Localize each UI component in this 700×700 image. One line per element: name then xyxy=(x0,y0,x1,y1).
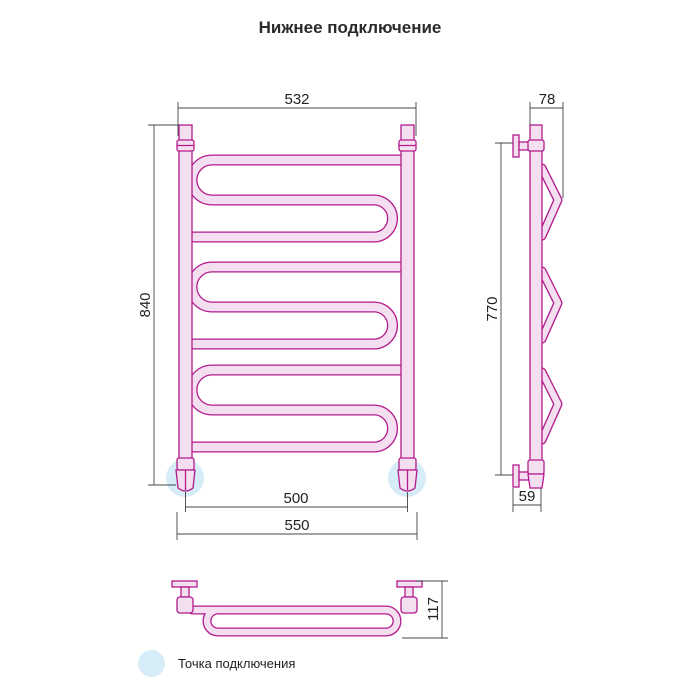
front-view: 532 840 500 550 xyxy=(137,91,426,540)
dim-axis-distance: 500 xyxy=(283,490,308,507)
bottom-right-fitting xyxy=(396,580,423,614)
bottom-loop xyxy=(187,605,402,637)
side-bottom-mount xyxy=(512,459,545,489)
bottom-dimension-lines xyxy=(402,580,448,639)
side-view: 78 770 59 xyxy=(484,91,564,512)
side-dimension-lines xyxy=(495,102,564,512)
left-post xyxy=(178,124,193,476)
legend-label: Точка подключения xyxy=(178,656,296,671)
side-top-mount xyxy=(512,134,545,158)
dim-front-width-top: 532 xyxy=(284,91,309,108)
dim-side-offset: 59 xyxy=(519,488,536,505)
right-bottom-valve xyxy=(397,457,418,492)
side-loops xyxy=(537,163,563,445)
serpentine-pipe xyxy=(184,154,406,453)
bottom-view: 117 xyxy=(171,580,448,639)
front-dimension-lines xyxy=(148,102,418,540)
legend: Точка подключения xyxy=(138,650,295,677)
right-top-coupling xyxy=(398,139,417,152)
side-post xyxy=(529,124,543,476)
connection-point-swatch xyxy=(138,650,165,677)
bottom-left-fitting xyxy=(171,580,198,614)
dim-side-height: 770 xyxy=(484,296,501,321)
right-post xyxy=(400,124,415,476)
dim-front-height: 840 xyxy=(137,292,154,317)
left-bottom-valve xyxy=(175,457,196,492)
left-top-coupling xyxy=(176,139,195,152)
dim-side-depth: 78 xyxy=(539,91,556,108)
dim-bottom-depth: 117 xyxy=(425,597,442,621)
diagram-title: Нижнее подключение xyxy=(258,18,442,37)
dim-overall-width: 550 xyxy=(284,517,309,534)
